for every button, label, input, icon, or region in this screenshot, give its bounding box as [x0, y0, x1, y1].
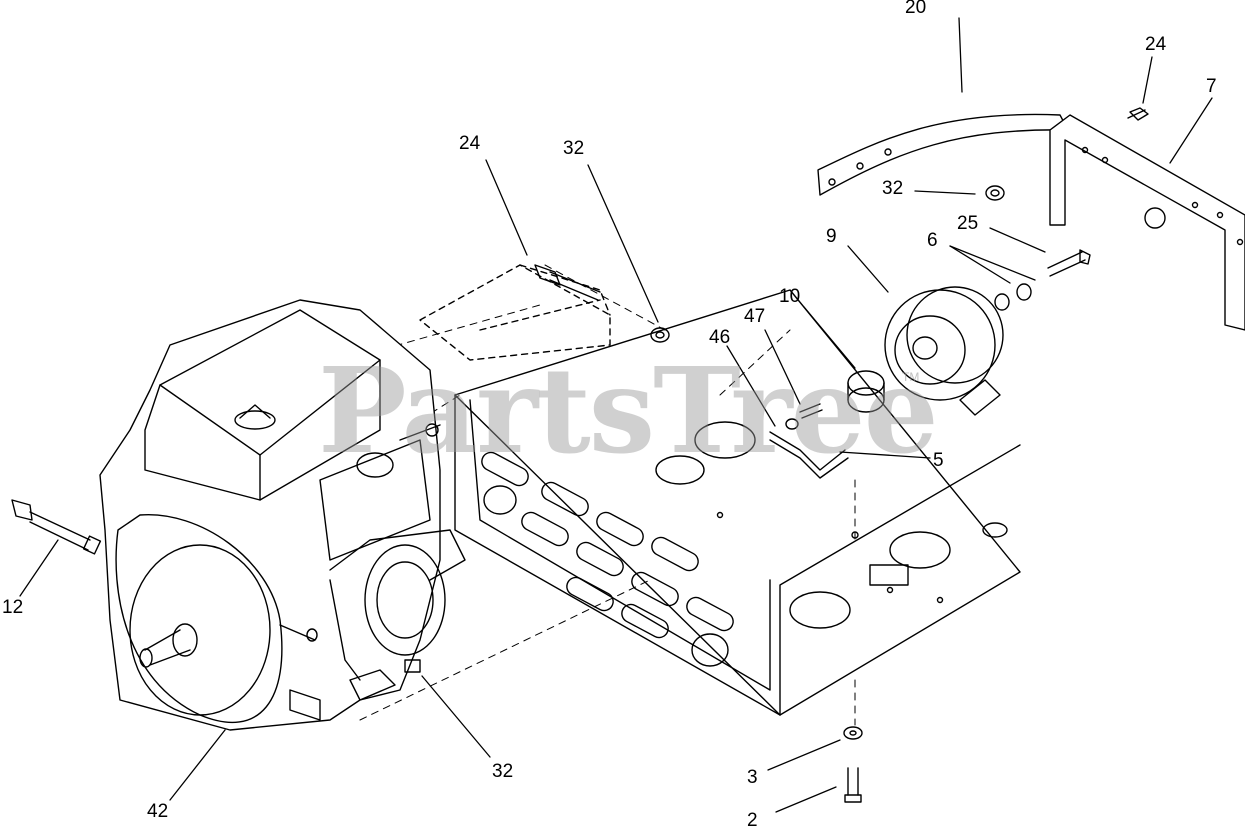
- callout-rod[interactable]: 5: [933, 450, 944, 471]
- washers-drawing: [994, 283, 1032, 311]
- engine-drawing: [99, 299, 466, 731]
- callout-washer-bottom[interactable]: 3: [747, 767, 758, 788]
- fitting-drawing: [11, 499, 102, 555]
- callout-bolt-guard[interactable]: 24: [1145, 34, 1167, 55]
- watermark-text: PartsTree: [318, 341, 939, 480]
- callout-nut-engine-bottom[interactable]: 32: [492, 761, 514, 782]
- callout-washers[interactable]: 6: [927, 230, 938, 251]
- callout-clutch[interactable]: 9: [826, 226, 837, 247]
- callout-bushing[interactable]: 10: [779, 286, 801, 307]
- bushing-drawing: [847, 370, 885, 413]
- belt-guard-drawing: [817, 113, 1069, 196]
- bracket-drawing: [1049, 114, 1245, 331]
- nut-left-drawing: [650, 327, 670, 343]
- clutch-drawing: [884, 286, 1004, 416]
- callout-nut-bracket-left[interactable]: 32: [563, 138, 585, 159]
- callout-nut-guard[interactable]: 32: [882, 178, 904, 199]
- callout-bolt-bottom[interactable]: 2: [747, 810, 758, 831]
- bolt-left-drawing: [534, 264, 601, 301]
- callout-bracket[interactable]: 7: [1206, 76, 1217, 97]
- callout-bolt-bracket-left[interactable]: 24: [459, 133, 481, 154]
- callout-small-bolt[interactable]: 47: [744, 306, 766, 327]
- callout-belt-guard[interactable]: 20: [905, 0, 927, 18]
- callout-fitting[interactable]: 12: [2, 597, 24, 618]
- callout-bolt-clutch[interactable]: 25: [957, 213, 979, 234]
- small-bolt-drawing: [785, 403, 823, 430]
- washer-bottom-drawing: [843, 726, 863, 740]
- watermark-trademark: TM: [902, 370, 920, 384]
- rod-drawing: [769, 431, 849, 479]
- callout-spacer[interactable]: 46: [709, 327, 731, 348]
- engine-bracket-drawing: [419, 264, 611, 361]
- callout-engine[interactable]: 42: [147, 801, 169, 822]
- bolt-clutch-drawing: [1047, 249, 1091, 277]
- frame-plate-drawing: [454, 289, 1021, 716]
- bolt-bottom-drawing: [844, 767, 862, 803]
- nut-guard-drawing: [985, 185, 1005, 201]
- bolt-guard-drawing: [1127, 107, 1149, 121]
